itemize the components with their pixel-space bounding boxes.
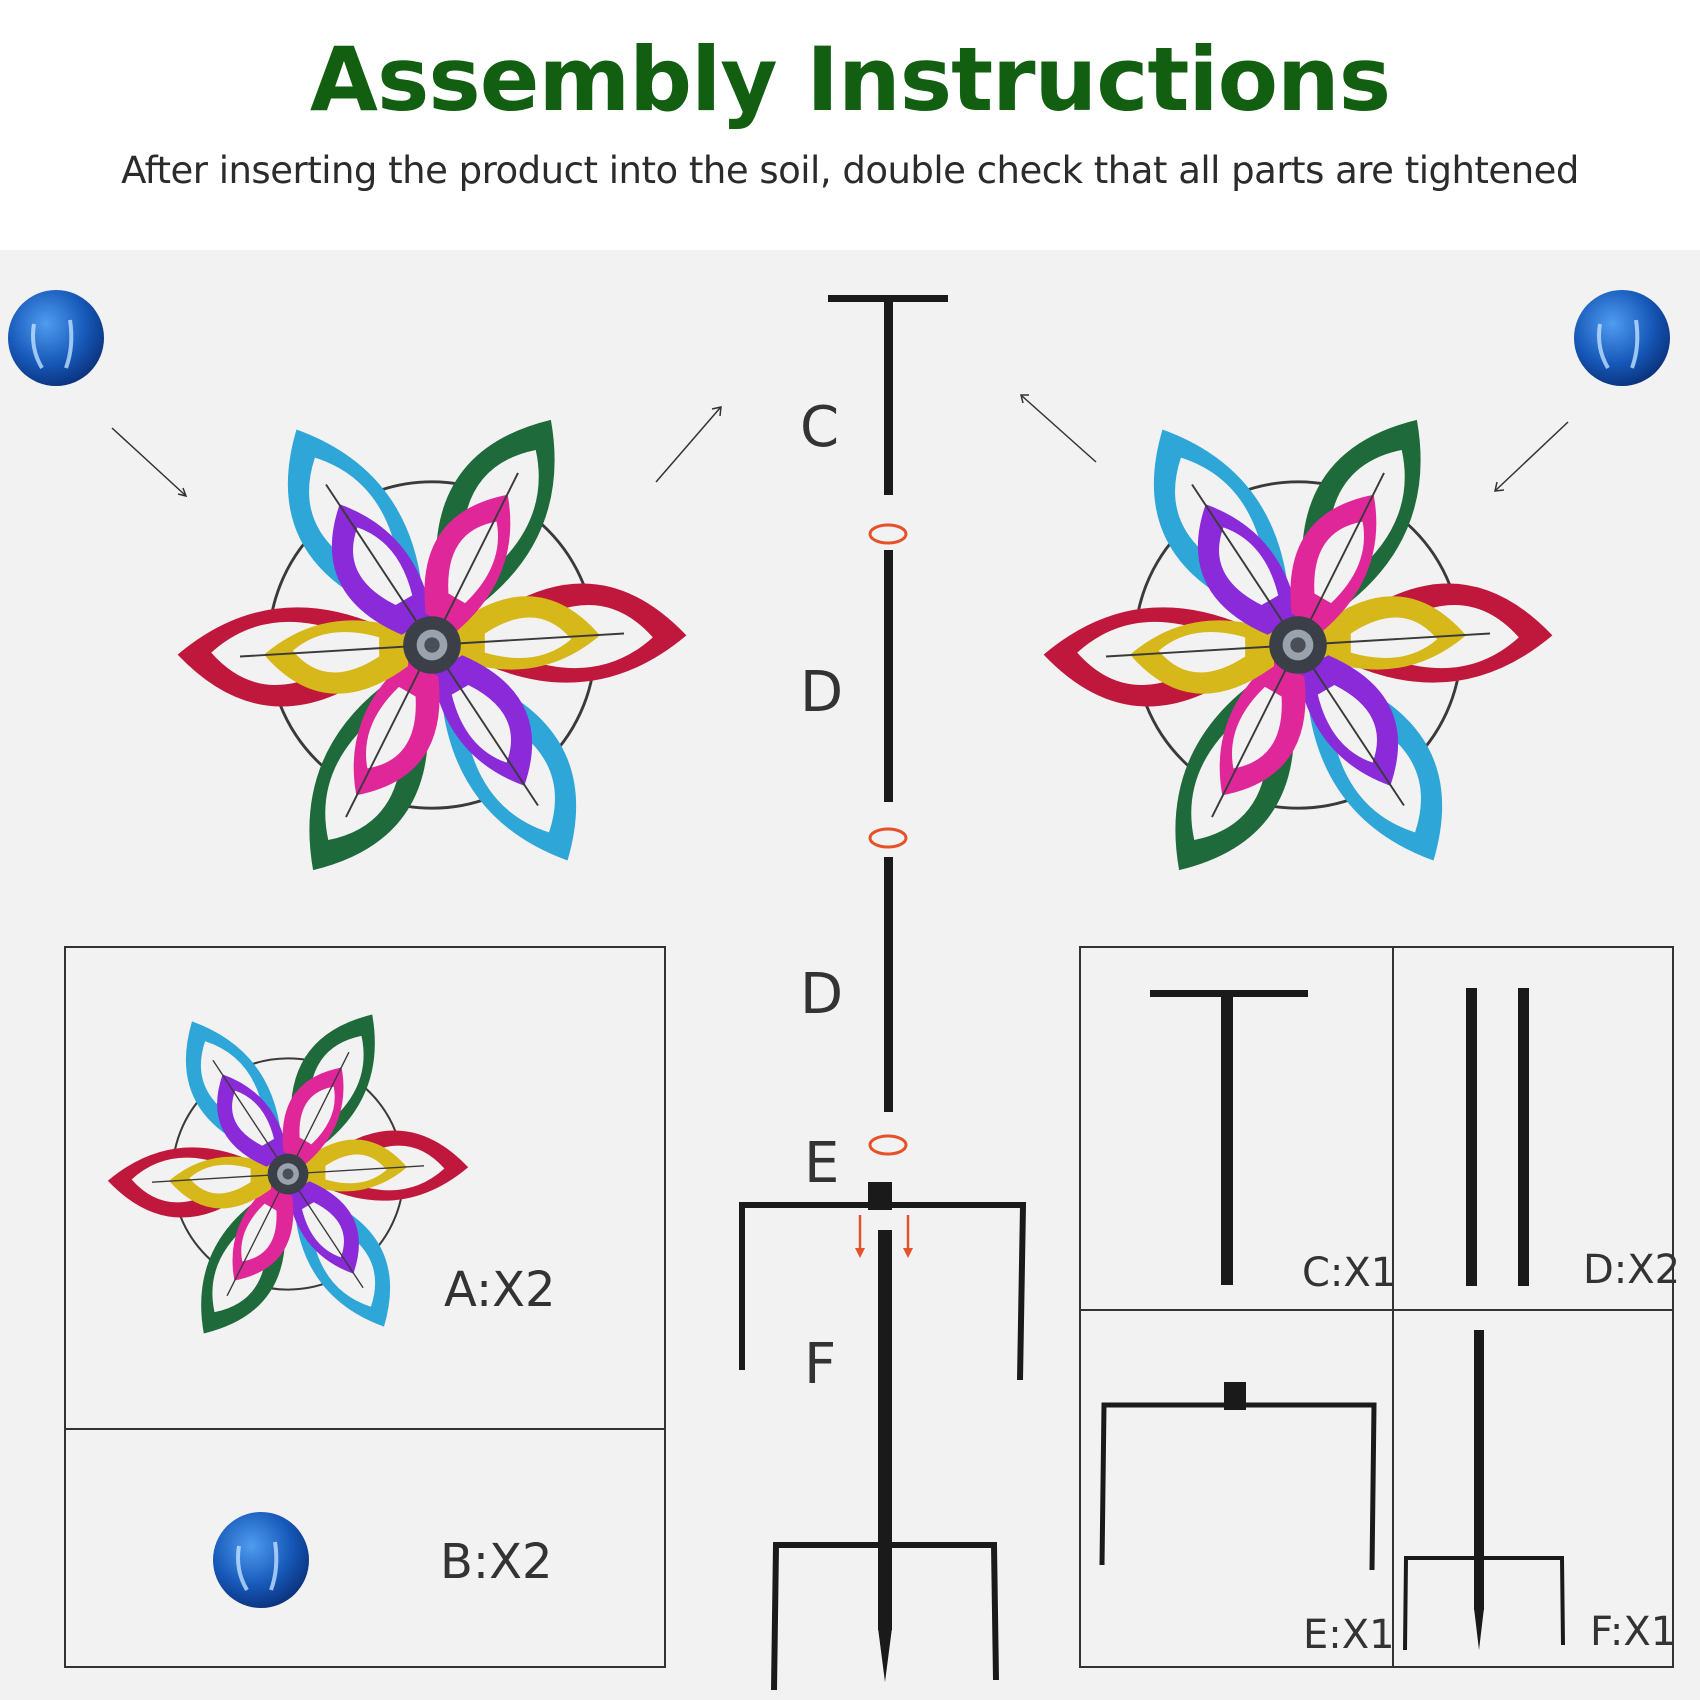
part-e-bracket bbox=[1099, 1382, 1377, 1571]
part-e-count: E:X1 bbox=[1303, 1612, 1395, 1658]
part-f-count: F:X1 bbox=[1590, 1609, 1677, 1655]
assembly-label-d-top: D bbox=[800, 660, 844, 725]
ball-top-right bbox=[1572, 288, 1672, 388]
parts-grid bbox=[1079, 946, 1674, 1668]
assembly-label-d-bottom: D bbox=[800, 962, 844, 1027]
assembly-pole bbox=[739, 295, 1027, 1691]
part-box-b bbox=[64, 1428, 666, 1668]
part-b-ball bbox=[211, 1510, 311, 1610]
part-a-count: A:X2 bbox=[444, 1262, 556, 1318]
part-d-count: D:X2 bbox=[1583, 1247, 1681, 1293]
part-c-tbar bbox=[1150, 990, 1308, 1285]
part-c-count: C:X1 bbox=[1302, 1250, 1397, 1296]
assembly-label-f: F bbox=[804, 1332, 837, 1397]
assembly-stage: C D D E F A:X2 B:X2 C:X1 D:X2 E:X1 F:X1 bbox=[0, 250, 1700, 1700]
page-subtitle: After inserting the product into the soi… bbox=[121, 149, 1579, 192]
guide-arrows bbox=[111, 394, 1569, 498]
ball-top-left bbox=[6, 288, 106, 388]
header: Assembly Instructions After inserting th… bbox=[0, 0, 1700, 250]
part-d-rods bbox=[1466, 988, 1529, 1286]
assembly-label-e: E bbox=[804, 1131, 840, 1196]
part-f-stake bbox=[1403, 1330, 1565, 1651]
flower-spinner-right bbox=[1042, 392, 1554, 898]
part-a-flower bbox=[106, 995, 470, 1353]
assembly-label-c: C bbox=[800, 395, 840, 460]
assembly-illustration bbox=[6, 288, 1674, 1691]
page-title: Assembly Instructions bbox=[309, 28, 1391, 131]
part-b-count: B:X2 bbox=[440, 1534, 553, 1590]
flower-spinner-left bbox=[176, 392, 688, 898]
